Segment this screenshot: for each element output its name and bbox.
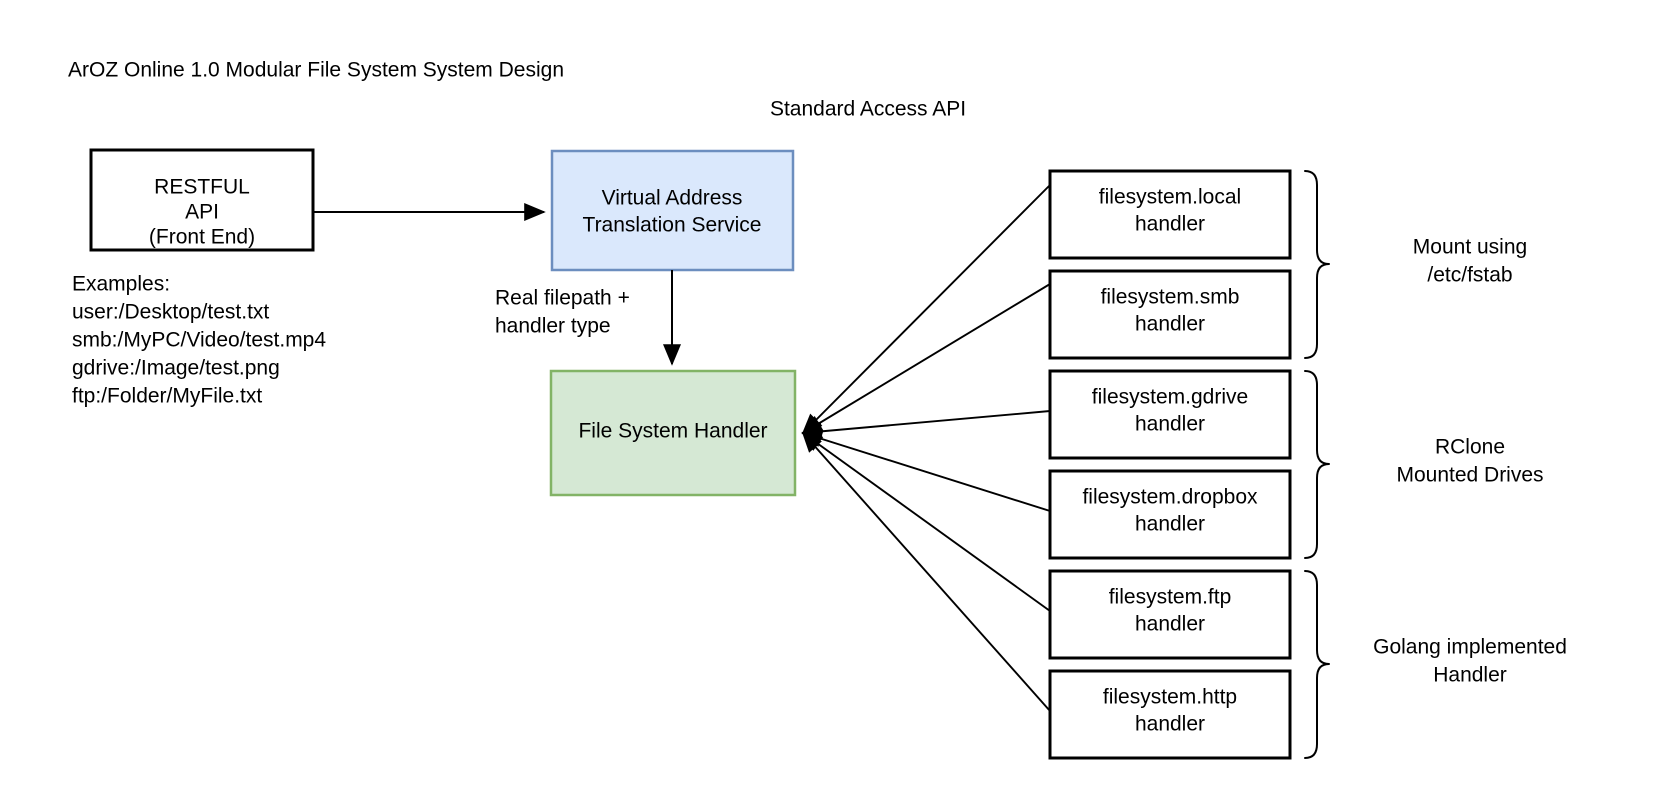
handler-local-line-1: filesystem.local [1099, 186, 1241, 209]
restful-api-line-3: (Front End) [149, 226, 255, 249]
handler-ftp-line-1: filesystem.ftp [1109, 586, 1232, 609]
handler-http-line-2: handler [1135, 713, 1205, 736]
vats-line-2: Translation Service [583, 214, 762, 237]
file-system-handler-box[interactable] [549, 369, 797, 497]
handler-box-smb[interactable] [1048, 269, 1292, 360]
handler-ftp-line-2: handler [1135, 613, 1205, 636]
handler-dropbox-line-1: filesystem.dropbox [1082, 486, 1258, 509]
group-rclone-line-1: RClone [1435, 436, 1505, 459]
virtual-address-translation-service-box[interactable] [550, 149, 795, 272]
fs-handler-label: File System Handler [578, 420, 767, 443]
edge-label-line-2: handler type [495, 315, 611, 338]
examples-heading: Examples: [72, 273, 170, 296]
handler-http-line-1: filesystem.http [1103, 686, 1237, 709]
handler-gdrive-line-2: handler [1135, 413, 1205, 436]
group-golang-line-1: Golang implemented [1373, 636, 1567, 659]
example-item-2: smb:/MyPC/Video/test.mp4 [72, 329, 326, 352]
restful-api-line-2: API [185, 201, 219, 224]
handler-box-local[interactable] [1048, 169, 1292, 260]
group-fstab-line-1: Mount using [1413, 236, 1527, 259]
standard-access-api-label: Standard Access API [770, 98, 966, 121]
handler-smb-line-2: handler [1135, 313, 1205, 336]
brace-fstab [1304, 170, 1330, 359]
handler-box-dropbox[interactable] [1048, 469, 1292, 560]
group-golang-line-2: Handler [1433, 664, 1507, 687]
restful-api-line-1: RESTFUL [154, 176, 250, 199]
example-item-1: user:/Desktop/test.txt [72, 301, 269, 324]
handler-box-gdrive[interactable] [1048, 369, 1292, 460]
brace-golang [1304, 570, 1330, 759]
example-item-3: gdrive:/Image/test.png [72, 357, 280, 380]
diagram-title: ArOZ Online 1.0 Modular File System Syst… [68, 59, 564, 82]
handler-local-line-2: handler [1135, 213, 1205, 236]
edge-fs-to-gdrive [801, 410, 1051, 440]
edge-label-line-1: Real filepath + [495, 287, 630, 310]
edge-fs-to-http [801, 431, 1051, 712]
vats-line-1: Virtual Address [602, 187, 743, 210]
group-fstab-line-2: /etc/fstab [1427, 264, 1512, 287]
edge-fs-to-smb [801, 283, 1051, 434]
edge-fs-to-dropbox [801, 430, 1051, 512]
group-rclone-line-2: Mounted Drives [1396, 464, 1543, 487]
edge-fs-to-ftp [801, 432, 1051, 612]
handler-box-ftp[interactable] [1048, 569, 1292, 660]
edge-fs-to-local [801, 184, 1051, 435]
brace-rclone [1304, 370, 1330, 559]
handler-smb-line-1: filesystem.smb [1101, 286, 1240, 309]
handler-gdrive-line-1: filesystem.gdrive [1092, 386, 1248, 409]
handler-dropbox-line-2: handler [1135, 513, 1205, 536]
restful-api-box[interactable] [89, 148, 315, 252]
example-item-4: ftp:/Folder/MyFile.txt [72, 385, 262, 408]
handler-box-http[interactable] [1048, 669, 1292, 760]
